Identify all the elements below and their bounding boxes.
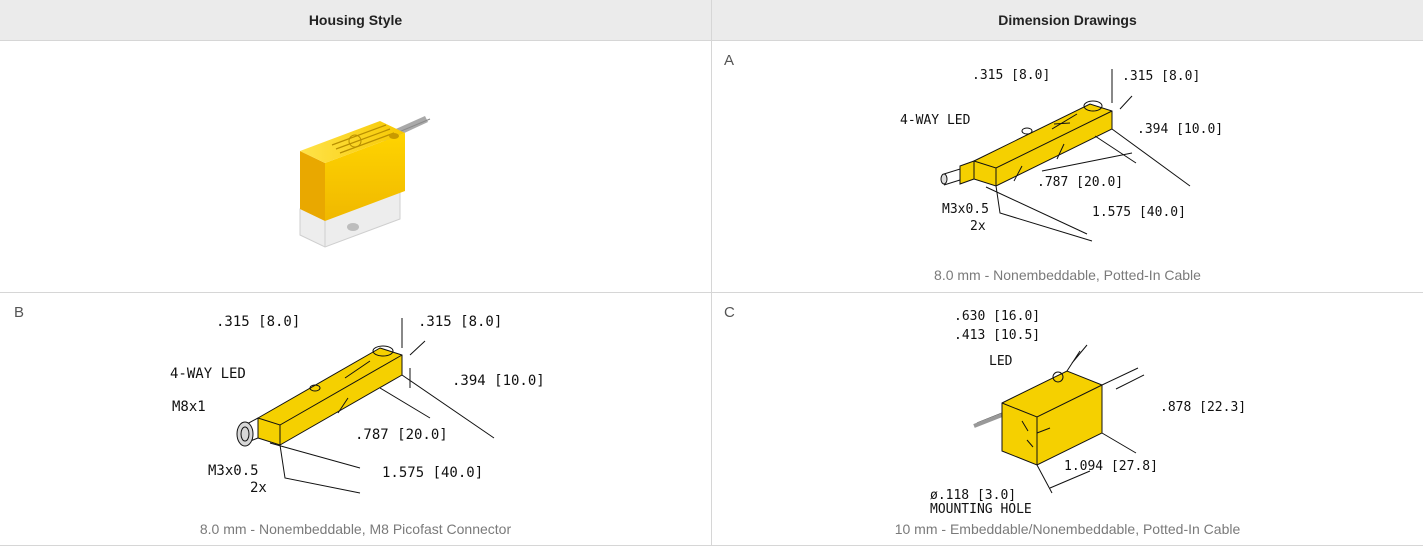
header-dimension-drawings: Dimension Drawings <box>712 0 1423 40</box>
dim-b-led: 4-WAY LED <box>170 366 246 382</box>
header-divider <box>0 40 1423 41</box>
dim-a-h: .394 [10.0] <box>1137 122 1223 137</box>
drawing-c-caption: 10 mm - Embeddable/Nonembeddable, Potted… <box>894 521 1241 537</box>
drawing-b-letter: B <box>14 304 25 321</box>
sensor-photo <box>299 116 431 248</box>
dim-a-w2: .315 [8.0] <box>1122 69 1200 84</box>
dim-a-thread: M3x0.5 <box>942 202 989 217</box>
dim-a-led: 4-WAY LED <box>900 113 971 128</box>
dim-a-l1: .787 [20.0] <box>1037 175 1123 190</box>
dim-b-h: .394 [10.0] <box>452 373 545 389</box>
drawing-b-cell: B .315 [8.0] .315 [8.0] 4-WAY LED M8x1 .… <box>0 293 711 545</box>
dim-b-thread: M3x0.5 <box>208 463 259 479</box>
dim-a-w1: .315 [8.0] <box>972 68 1050 83</box>
drawing-a-letter: A <box>724 52 735 69</box>
dimension-drawing-b: .315 [8.0] .315 [8.0] 4-WAY LED M8x1 .39… <box>170 314 545 496</box>
drawing-c-cell: C .630 [16.0] .413 [10.5] LED .878 [22.3… <box>712 293 1423 545</box>
row-divider <box>0 292 1423 293</box>
dim-c-led: LED <box>989 354 1013 369</box>
dim-c-l: 1.094 [27.8] <box>1064 459 1158 474</box>
dim-a-l2: 1.575 [40.0] <box>1092 205 1186 220</box>
dim-c-h: .878 [22.3] <box>1160 400 1246 415</box>
dim-c-d1: .630 [16.0] <box>954 309 1040 324</box>
dim-b-l2: 1.575 [40.0] <box>382 465 483 481</box>
dim-b-w2: .315 [8.0] <box>418 314 502 330</box>
dim-c-d2: .413 [10.5] <box>954 328 1040 343</box>
drawing-a-cell: A .315 [8.0] .315 [8.0] 4-WAY LED .394 [… <box>712 41 1423 292</box>
column-divider <box>711 0 712 546</box>
drawing-c-letter: C <box>724 304 735 321</box>
dim-b-l1: .787 [20.0] <box>355 427 448 443</box>
dim-b-conn: M8x1 <box>172 399 206 415</box>
dimension-drawing-a: .315 [8.0] .315 [8.0] 4-WAY LED .394 [10… <box>900 68 1223 242</box>
dim-a-thread-qty: 2x <box>970 219 986 234</box>
drawing-a-caption: 8.0 mm - Nonembeddable, Potted-In Cable <box>934 267 1201 283</box>
dim-c-hole2: MOUNTING HOLE <box>930 502 1032 517</box>
dim-c-hole: ø.118 [3.0] <box>930 488 1016 503</box>
drawing-b-caption: 8.0 mm - Nonembeddable, M8 Picofast Conn… <box>199 521 512 537</box>
dimension-drawing-c: .630 [16.0] .413 [10.5] LED .878 [22.3] … <box>930 309 1246 517</box>
header-housing-style: Housing Style <box>0 0 711 40</box>
dim-b-thread-qty: 2x <box>250 480 267 496</box>
dim-b-w1: .315 [8.0] <box>216 314 300 330</box>
housing-photo-cell <box>0 41 711 292</box>
